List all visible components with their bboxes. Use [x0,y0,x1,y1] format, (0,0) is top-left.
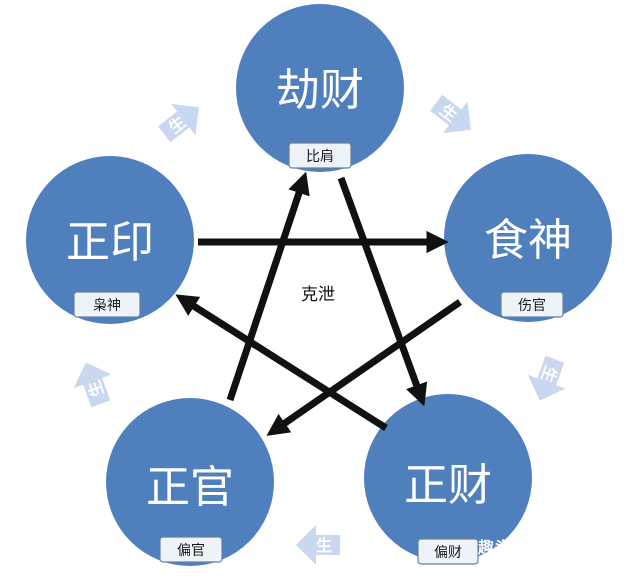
arrow-zhengcai-to-zhengyin [175,294,388,431]
badge-piancai: 偏财 [417,538,479,565]
node-shishen: 食神 伤官 [444,154,612,322]
arrow-shishen-to-zhengguan [266,299,462,436]
sheng-arrow-right: 生 [527,355,566,401]
node-title: 食神 [484,215,572,266]
badge-label: 伤官 [518,298,546,314]
sheng-arrow-left: 生 [73,362,112,408]
badge-label: 偏官 [177,543,205,559]
badge-shangguan: 伤官 [500,291,564,318]
node-title: 劫财 [276,65,364,116]
arrow-zhengguan-to-jiecai [226,171,310,402]
arrow-jiecai-to-zhengcai [337,176,428,407]
node-title: 正官 [146,462,234,513]
sheng-arrow-top-right: 生 [430,94,471,134]
sheng-arrow-bottom: 生 [296,525,340,565]
sheng-label: 生 [537,363,560,385]
badge-label: 比肩 [306,149,334,165]
badge-pianguan: 偏官 [159,536,223,563]
watermark: 趣头条 [477,538,527,557]
badge-xiaoshen: 枭神 [73,291,141,318]
badge-label: 偏财 [434,545,462,561]
node-title: 正财 [404,460,492,511]
node-zhengguan: 正官 偏官 [106,398,274,566]
badge-bijian: 比肩 [288,142,352,169]
node-title: 正印 [66,217,154,268]
node-jiecai: 劫财 比肩 [236,4,404,172]
sheng-label: 生 [316,536,332,555]
node-zhengcai: 正财 偏财 [364,394,532,565]
sheng-label: 生 [84,378,107,400]
center-label: 克泄 [301,285,335,305]
node-zhengyin: 正印 枭神 [26,156,194,324]
badge-label: 枭神 [93,297,121,314]
sheng-arrow-top-left: 生 [158,103,199,143]
